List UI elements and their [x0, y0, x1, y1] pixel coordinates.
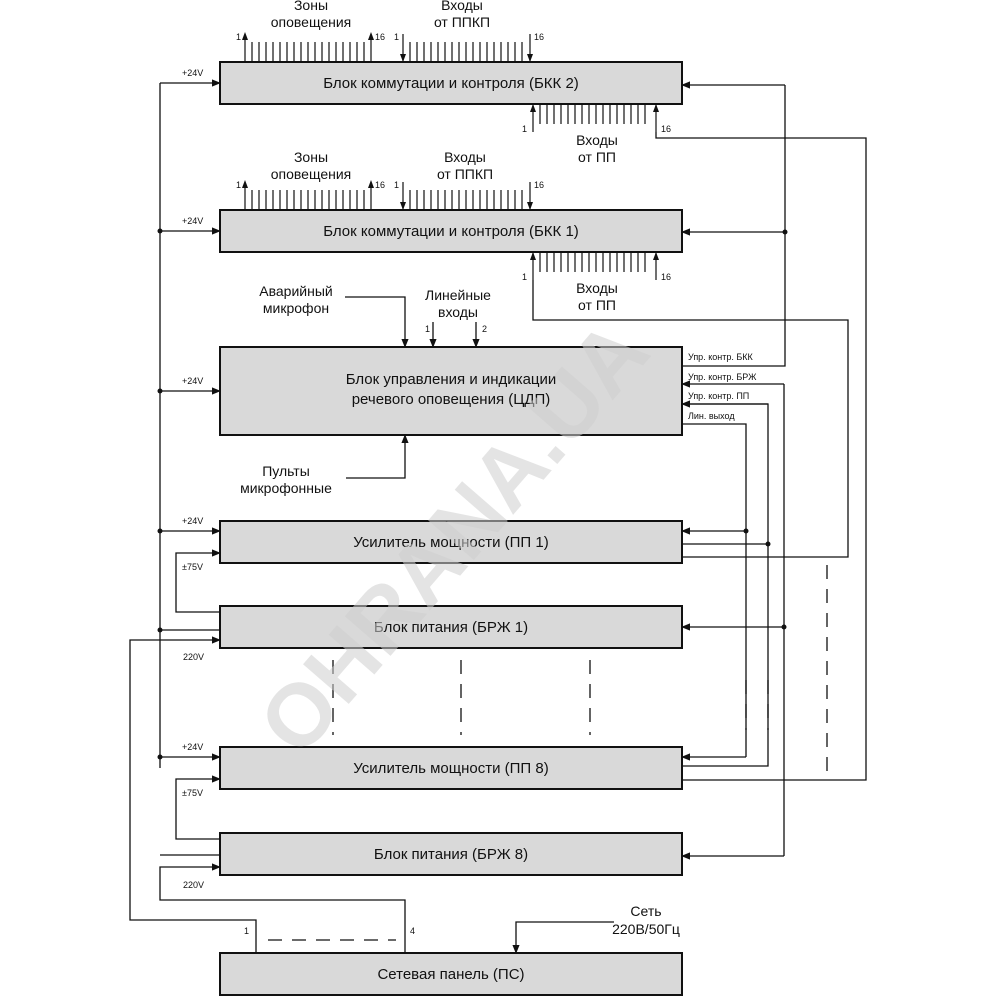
emergency-mic-label-1: Аварийный — [259, 283, 332, 299]
cdp-inputs: Аварийный микрофон 1 2 Линейные входы Пу… — [240, 283, 491, 496]
bkk2-pp-n16: 16 — [661, 124, 671, 134]
v75-label-1: ±75V — [182, 562, 203, 572]
block-bkk1: Блок коммутации и контроля (БКК 1) — [219, 209, 683, 253]
bkk1-ppkp-inputs: 1 16 Входы от ППКП — [394, 149, 544, 210]
block-cdp-label-1: Блок управления и индикации — [346, 371, 557, 388]
bkk1-ppkp-label-1: Входы — [444, 149, 486, 165]
bkk1-pp-n16: 16 — [661, 272, 671, 282]
block-bkk1-label: Блок коммутации и контроля (БКК 1) — [323, 223, 579, 240]
bkk2-zone-n16: 16 — [375, 32, 385, 42]
v220-label-8: 220V — [183, 880, 204, 890]
bkk2-zone-outputs: 1 16 Зоны оповещения — [236, 0, 385, 62]
block-pp1: Усилитель мощности (ПП 1) — [219, 520, 683, 564]
mains-input: Сеть 220В/50Гц — [512, 903, 680, 954]
ps-pin-1: 1 — [244, 926, 249, 936]
bkk2-ppkp-inputs: 1 16 Входы от ППКП — [394, 0, 544, 62]
bkk2-pp-label-2: от ПП — [578, 149, 616, 165]
v24-label-pp1: +24V — [182, 516, 203, 526]
bkk2-pp-label-1: Входы — [576, 132, 618, 148]
bkk2-pp-n1: 1 — [522, 124, 527, 134]
block-brzh8-label: Блок питания (БРЖ 8) — [374, 846, 528, 863]
line-in-label-2: входы — [438, 304, 478, 320]
emergency-mic-label-2: микрофон — [263, 300, 329, 316]
bkk2-zones-label-2: оповещения — [271, 14, 352, 30]
v24-label-cdp: +24V — [182, 376, 203, 386]
block-brzh8: Блок питания (БРЖ 8) — [219, 832, 683, 876]
bus-75v: ±75V ±75V — [175, 549, 221, 840]
block-cdp: Блок управления и индикации речевого опо… — [219, 346, 683, 436]
mic-panels-label-2: микрофонные — [240, 480, 332, 496]
block-ps-label: Сетевая панель (ПС) — [377, 966, 524, 983]
block-bkk2: Блок коммутации и контроля (БКК 2) — [219, 61, 683, 105]
block-bkk2-label: Блок коммутации и контроля (БКК 2) — [323, 75, 579, 92]
bkk1-zones-label-1: Зоны — [294, 149, 328, 165]
bkk1-zone-n1: 1 — [236, 180, 241, 190]
bkk1-zones-label-2: оповещения — [271, 166, 352, 182]
bkk1-zone-outputs: 1 16 Зоны оповещения — [236, 149, 385, 210]
line-in-label-1: Линейные — [425, 287, 491, 303]
continuation-dashes — [332, 565, 828, 780]
bkk2-ppkp-label-2: от ППКП — [434, 14, 490, 30]
bkk1-pp-label-2: от ПП — [578, 297, 616, 313]
bkk1-pp-n1: 1 — [522, 272, 527, 282]
line-out-label: Лин. выход — [688, 411, 735, 421]
v24-label-bkk1: +24V — [182, 216, 203, 226]
ctrl-pp-label: Упр. контр. ПП — [688, 391, 749, 401]
bkk1-pp-label-1: Входы — [576, 280, 618, 296]
bkk2-zones-label-1: Зоны — [294, 0, 328, 13]
v24-label-pp8: +24V — [182, 742, 203, 752]
bus-220v: 220V 220V 1 4 — [129, 636, 415, 953]
block-pp1-label: Усилитель мощности (ПП 1) — [353, 534, 548, 551]
bkk2-ppkp-label-1: Входы — [441, 0, 483, 13]
bkk1-ppkp-n16: 16 — [534, 180, 544, 190]
ctrl-bkk-label: Упр. контр. БКК — [688, 352, 753, 362]
block-cdp-label-2: речевого оповещения (ЦДП) — [352, 391, 551, 408]
block-brzh1-label: Блок питания (БРЖ 1) — [374, 619, 528, 636]
bkk1-ppkp-n1: 1 — [394, 180, 399, 190]
v220-label-1: 220V — [183, 652, 204, 662]
block-pp8: Усилитель мощности (ПП 8) — [219, 746, 683, 790]
bkk1-ppkp-label-2: от ППКП — [437, 166, 493, 182]
line-in-n2: 2 — [482, 324, 487, 334]
mains-label-2: 220В/50Гц — [612, 921, 680, 937]
ps-pin-4: 4 — [410, 926, 415, 936]
mains-label-1: Сеть — [630, 903, 661, 919]
mic-panels-label-1: Пульты — [262, 463, 310, 479]
bkk1-zone-n16: 16 — [375, 180, 385, 190]
bkk1-pp-inputs: 1 16 Входы от ПП — [522, 252, 671, 313]
line-in-n1: 1 — [425, 324, 430, 334]
bkk2-ppkp-n16: 16 — [534, 32, 544, 42]
bkk2-pp-inputs: 1 16 Входы от ПП — [522, 104, 671, 165]
block-ps: Сетевая панель (ПС) — [219, 952, 683, 996]
control-bus: Упр. контр. БКК Упр. контр. БРЖ Упр. кон… — [157, 81, 867, 860]
block-pp8-label: Усилитель мощности (ПП 8) — [353, 760, 548, 777]
bkk2-zone-n1: 1 — [236, 32, 241, 42]
ctrl-brzh-label: Упр. контр. БРЖ — [688, 372, 757, 382]
bus-24v: +24V +24V +24V +24V +24V — [159, 68, 221, 856]
block-brzh1: Блок питания (БРЖ 1) — [219, 605, 683, 649]
v24-label-bkk2: +24V — [182, 68, 203, 78]
bkk2-ppkp-n1: 1 — [394, 32, 399, 42]
v75-label-8: ±75V — [182, 788, 203, 798]
